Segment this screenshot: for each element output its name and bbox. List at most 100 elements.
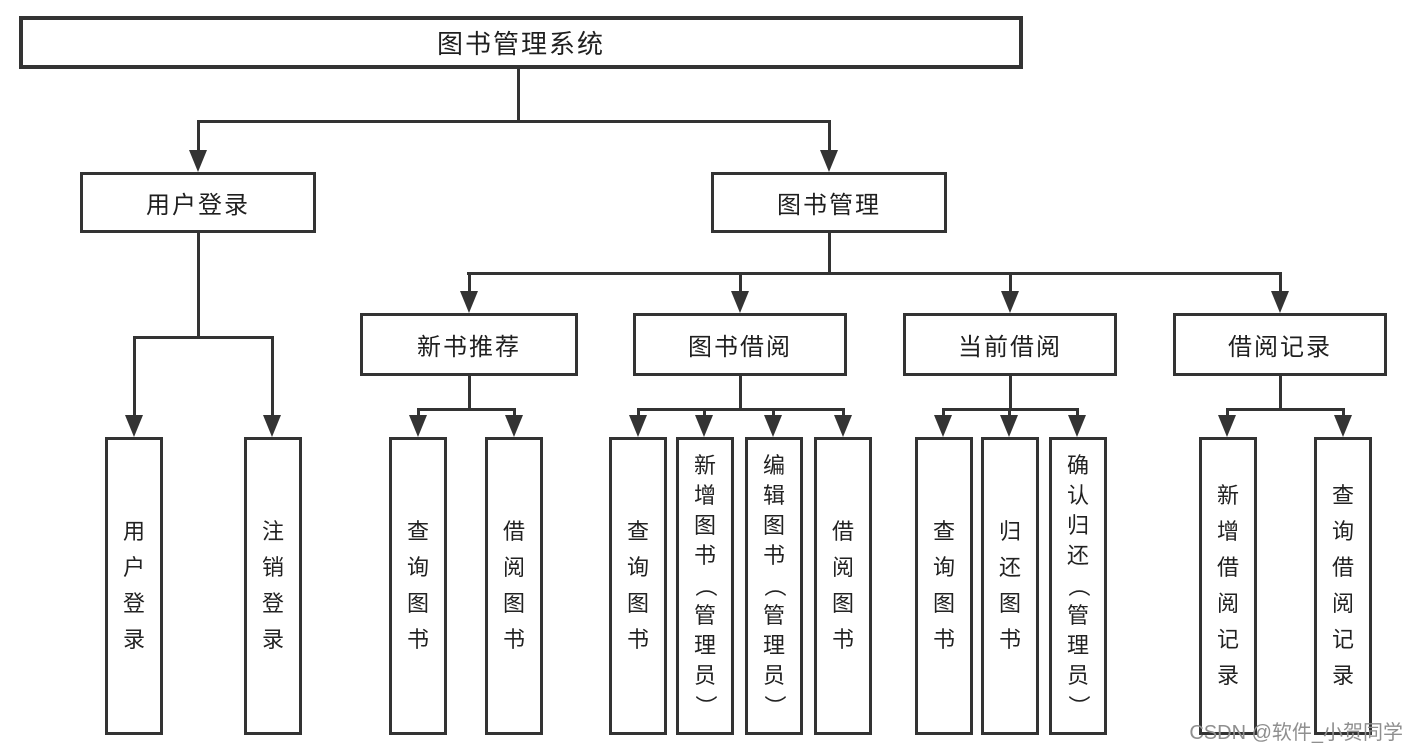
node-new-book-recommend: 新书推荐 [360, 313, 578, 376]
leaf-confirm-return-admin: 确认归还（管理员） [1049, 437, 1107, 735]
vertical-char: 图 [626, 591, 649, 616]
connector-bookborrow-stem [739, 376, 742, 410]
leaf-borrow-books: 借阅图书 [814, 437, 872, 735]
arrowhead [125, 415, 143, 437]
vertical-char: 户 [122, 555, 145, 580]
vertical-char: 阅 [1331, 591, 1354, 616]
connector-drop [271, 336, 274, 416]
vertical-char: ） [762, 694, 787, 717]
leaf-edit-book-admin: 编辑图书（管理员） [745, 437, 803, 735]
connector-drop [133, 336, 136, 416]
vertical-char: 询 [1331, 519, 1354, 544]
leaf-query-books-recommend: 查询图书 [389, 437, 447, 735]
connector-drop [772, 408, 775, 417]
vertical-char: 编 [762, 453, 785, 478]
connector-root-stem [517, 69, 520, 120]
arrowhead [1000, 415, 1018, 437]
vertical-char: 阅 [831, 555, 854, 580]
vertical-char: 登 [261, 591, 284, 616]
leaf-borrow-books-recommend: 借阅图书 [485, 437, 543, 735]
connector-drop [417, 408, 420, 417]
vertical-char: 书 [502, 627, 525, 652]
leaf-user-login: 用户登录 [105, 437, 163, 735]
vertical-char: 新 [1216, 483, 1239, 508]
vertical-char: （ [1066, 574, 1091, 597]
vertical-char: 书 [406, 627, 429, 652]
csdn-watermark: CSDN @软件_小贺同学 [1189, 722, 1403, 744]
vertical-char: 用 [122, 519, 145, 544]
vertical-char: 询 [406, 555, 429, 580]
vertical-char: 记 [1331, 627, 1354, 652]
vertical-char: （ [693, 574, 718, 597]
connector-drop [828, 120, 831, 152]
vertical-char: 归 [1066, 513, 1089, 538]
vertical-char: 书 [998, 627, 1021, 652]
vertical-char: 注 [261, 519, 284, 544]
connector-drop [1279, 272, 1282, 292]
node-root-system: 图书管理系统 [19, 16, 1023, 69]
vertical-char: 归 [998, 519, 1021, 544]
vertical-char: 借 [1216, 555, 1239, 580]
vertical-char: ） [1066, 694, 1091, 717]
vertical-char: 查 [626, 519, 649, 544]
vertical-char: 图 [762, 513, 785, 538]
vertical-char: 图 [998, 591, 1021, 616]
vertical-char: （ [762, 574, 787, 597]
vertical-char: 确 [1066, 453, 1089, 478]
connector-drop [1076, 408, 1079, 417]
connector-bookmgmt-bar [467, 272, 1282, 275]
node-user-login: 用户登录 [80, 172, 316, 233]
node-borrow-records: 借阅记录 [1173, 313, 1387, 376]
vertical-char: 借 [831, 519, 854, 544]
connector-drop [1226, 408, 1229, 417]
arrowhead [764, 415, 782, 437]
vertical-char: 员 [1066, 663, 1089, 688]
vertical-char: 认 [1066, 483, 1089, 508]
vertical-char: 借 [1331, 555, 1354, 580]
connector-drop [703, 408, 706, 417]
connector-drop [513, 408, 516, 417]
vertical-char: 书 [762, 543, 785, 568]
connector-bookmgmt-stem [828, 233, 831, 274]
arrowhead [834, 415, 852, 437]
vertical-char: 书 [831, 627, 854, 652]
connector-root-bar [197, 120, 831, 123]
arrowhead [1068, 415, 1086, 437]
vertical-char: 记 [1216, 627, 1239, 652]
vertical-char: 登 [122, 591, 145, 616]
vertical-char: 查 [406, 519, 429, 544]
connector-drop [1342, 408, 1345, 417]
connector-drop [942, 408, 945, 417]
arrowhead [460, 291, 478, 313]
leaf-logout: 注销登录 [244, 437, 302, 735]
vertical-char: 销 [261, 555, 284, 580]
connector-newbook-stem [468, 376, 471, 410]
vertical-char: 管 [693, 603, 716, 628]
vertical-char: 录 [122, 627, 145, 652]
vertical-char: 录 [1216, 663, 1239, 688]
vertical-char: 理 [693, 633, 716, 658]
connector-drop [197, 120, 200, 152]
vertical-char: 图 [502, 591, 525, 616]
connector-userlogin-stem [197, 233, 200, 339]
vertical-char: 管 [762, 603, 785, 628]
arrowhead [505, 415, 523, 437]
vertical-char: 图 [406, 591, 429, 616]
connector-drop [468, 272, 471, 292]
connector-drop [1008, 408, 1011, 417]
vertical-char: 查 [1331, 483, 1354, 508]
node-book-borrow: 图书借阅 [633, 313, 847, 376]
vertical-char: 员 [693, 663, 716, 688]
vertical-char: 阅 [1216, 591, 1239, 616]
vertical-char: 查 [932, 519, 955, 544]
vertical-char: 录 [1331, 663, 1354, 688]
arrowhead [1271, 291, 1289, 313]
vertical-char: 新 [693, 453, 716, 478]
connector-borrowrecords-bar [1226, 408, 1345, 411]
vertical-char: 还 [998, 555, 1021, 580]
connector-borrowrecords-stem [1279, 376, 1282, 410]
connector-drop [739, 272, 742, 292]
vertical-char: ） [693, 694, 718, 717]
leaf-add-borrow-record: 新增借阅记录 [1199, 437, 1257, 735]
vertical-char: 还 [1066, 543, 1089, 568]
